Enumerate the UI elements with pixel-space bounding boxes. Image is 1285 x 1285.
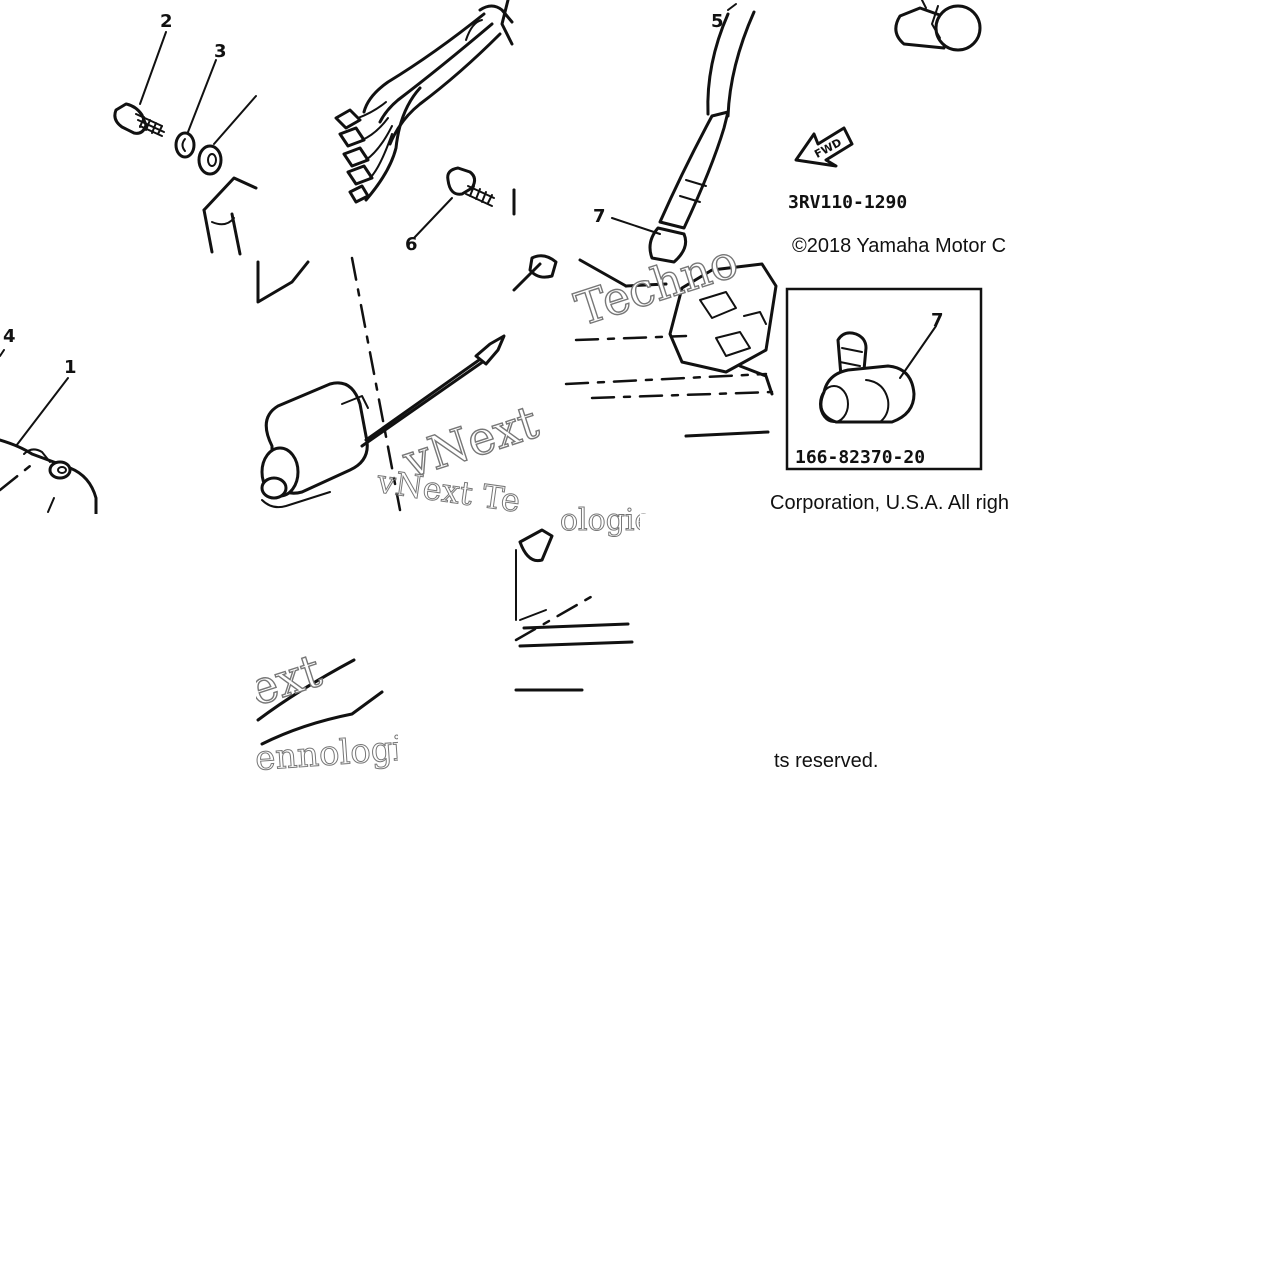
plug-cap-top-part <box>894 0 982 52</box>
leader-line-4 <box>0 349 5 357</box>
tile-top-left: 2 3 4 1 <box>0 11 258 516</box>
starter-relay-part <box>260 334 506 509</box>
wire-harness-part <box>334 0 514 204</box>
main-figure-part-number: 3RV110-1290 <box>788 192 907 213</box>
hull-contour <box>256 658 356 722</box>
callout-label: 6 <box>405 234 418 255</box>
leader-line-7-inset <box>899 325 937 379</box>
reference-lines <box>564 334 774 438</box>
reference-line <box>514 592 598 642</box>
centerline <box>350 256 402 512</box>
watermark-text: ologie <box>560 503 652 538</box>
callout-label: 3 <box>214 41 227 62</box>
leader-line-3 <box>187 59 217 133</box>
copyright-line-2: Corporation, U.S.A. All righ <box>770 492 1009 514</box>
inset-figure-part-number: 166-82370-20 <box>795 447 925 468</box>
carburetor-part <box>512 254 778 396</box>
leader-line-2 <box>139 31 167 105</box>
callout-label: 5 <box>711 11 724 32</box>
callout-label: 7 <box>931 310 944 331</box>
high-tension-cord-part <box>648 10 756 264</box>
fwd-direction-arrow: FWD <box>794 126 854 168</box>
bolt-part-2 <box>113 102 165 137</box>
bolt-part-6 <box>446 166 495 207</box>
reference-line <box>518 640 634 648</box>
edge-fragment <box>519 609 547 621</box>
edge-fragment <box>624 282 668 288</box>
regulator-block-part <box>202 176 258 256</box>
tile-lower-center <box>514 528 634 692</box>
lock-washer-part-3 <box>174 131 196 159</box>
copyright-line-3: ts reserved. <box>774 750 878 772</box>
leader-line-1 <box>15 377 69 447</box>
copyright-line-1: ©2018 Yamaha Motor C <box>792 235 1006 257</box>
fitting-part <box>518 528 554 563</box>
leader-line-5 <box>727 3 737 11</box>
tile-right: FWD 3RV110-1290 ©2018 Yamaha Motor C 7 1… <box>770 0 1009 514</box>
hull-contour <box>260 690 384 746</box>
flat-washer-part <box>197 144 223 176</box>
tile-center: 5 7 <box>512 3 778 438</box>
callout-label: 7 <box>593 206 606 227</box>
leader-line-washer <box>213 95 257 145</box>
housing-edge <box>256 260 310 304</box>
reference-line <box>522 622 630 630</box>
leader-line-6 <box>413 197 453 239</box>
callout-label: 1 <box>64 357 77 378</box>
leader-line-7 <box>611 217 661 235</box>
callout-label: 2 <box>160 11 173 32</box>
mount-bracket-part <box>0 438 98 516</box>
inset-detail-box: 7 166-82370-20 <box>785 287 983 471</box>
tile-center-left <box>256 256 506 512</box>
callout-label: 4 <box>3 326 16 347</box>
tile-top-center-left: 6 <box>334 0 516 255</box>
